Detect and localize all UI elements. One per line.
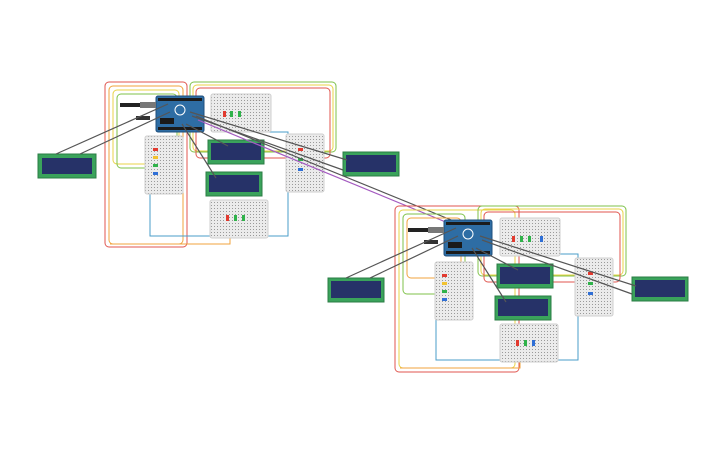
signal-wires[interactable]	[345, 227, 637, 303]
lcd-display[interactable]	[494, 295, 552, 321]
breadboard[interactable]	[574, 257, 614, 317]
lcd-display[interactable]	[205, 171, 263, 197]
arduino-uno[interactable]	[155, 95, 205, 133]
inter-circuit-wires[interactable]	[195, 115, 471, 233]
arduino-uno[interactable]	[443, 219, 493, 257]
lcd-display[interactable]	[327, 277, 385, 303]
breadboard[interactable]	[499, 323, 559, 363]
usb-cable[interactable]	[408, 227, 444, 244]
circuit-1	[37, 81, 400, 248]
breadboard[interactable]	[434, 261, 474, 321]
breadboard[interactable]	[209, 199, 269, 239]
usb-cable[interactable]	[120, 102, 156, 120]
lcd-display[interactable]	[631, 276, 689, 302]
circuit-2	[327, 205, 689, 373]
breadboard[interactable]	[144, 135, 184, 195]
lcd-display[interactable]	[496, 263, 554, 289]
led-group[interactable]	[153, 111, 303, 221]
lcd-display[interactable]	[207, 139, 265, 165]
lcd-display[interactable]	[37, 153, 97, 179]
lcd-display[interactable]	[342, 151, 400, 177]
led-group[interactable]	[442, 236, 593, 346]
